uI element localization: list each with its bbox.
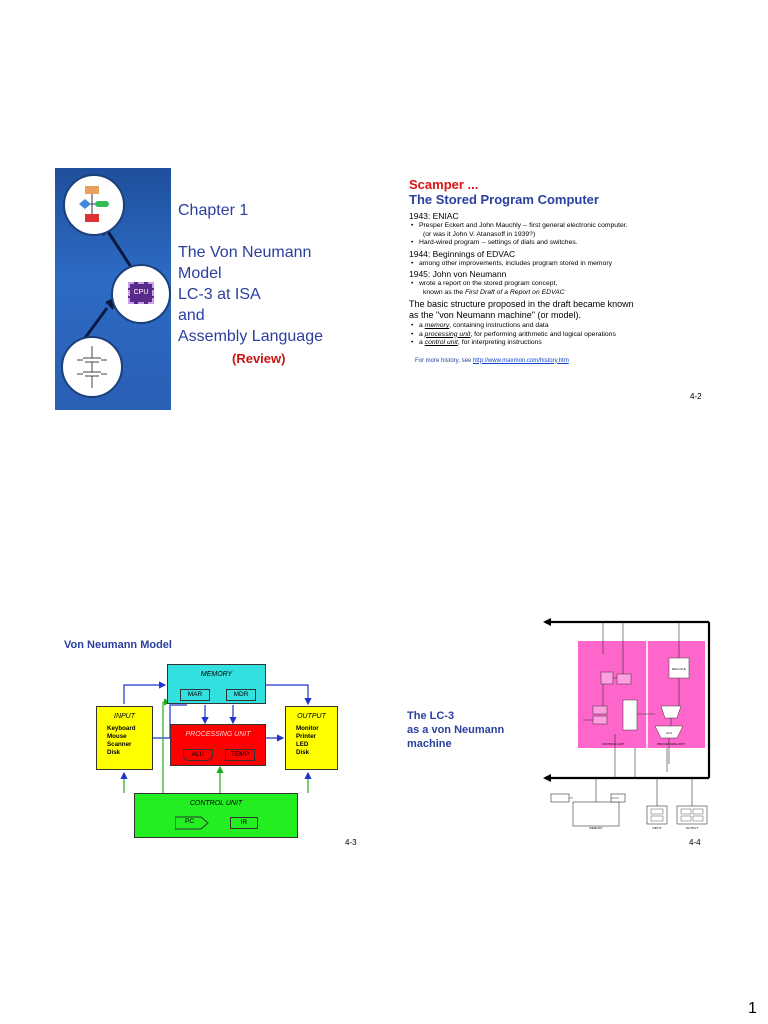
chapter-cover-panel: CPU bbox=[55, 168, 171, 410]
bullet-1945-1-cont: known as the First Draft of a Report on … bbox=[409, 289, 709, 298]
von-neumann-title: Von Neumann Model bbox=[64, 639, 172, 651]
input-device-scanner: Scanner bbox=[107, 741, 132, 748]
bullet-1943-1: Presper Eckert and John Mauchly -- first… bbox=[409, 222, 709, 231]
year-1944: 1944: Beginnings of EDVAC bbox=[409, 248, 516, 259]
output-device-disk: Disk bbox=[296, 749, 310, 756]
cpu-chip-icon: CPU bbox=[128, 282, 154, 304]
control-unit-diagram-label: CONTROL UNIT bbox=[602, 742, 625, 746]
processing-unit-term: processing unit bbox=[424, 330, 471, 338]
title-line-2 bbox=[178, 221, 378, 242]
flowchart-icon bbox=[79, 186, 109, 222]
transistor-circuit-icon bbox=[77, 346, 107, 388]
control-prefix: a bbox=[419, 339, 425, 346]
processing-unit-label: PROCESSING UNIT bbox=[185, 731, 251, 738]
input-device-keyboard: Keyboard bbox=[107, 725, 136, 732]
memory-diagram-label: MEMORY bbox=[589, 826, 602, 830]
lc3-title-line-3: machine bbox=[407, 738, 452, 750]
page-number: 1 bbox=[748, 1000, 757, 1017]
processing-prefix: a bbox=[419, 330, 425, 338]
input-box: INPUT Keyboard Mouse Scanner Disk bbox=[96, 706, 153, 770]
input-device-disk: Disk bbox=[107, 749, 121, 756]
mdr-register: MDR bbox=[226, 689, 256, 701]
page-label-4-2: 4-2 bbox=[690, 392, 702, 401]
chapter-title: Chapter 1 The Von Neumann Model LC-3 at … bbox=[178, 200, 378, 347]
pc-register: PC bbox=[175, 816, 209, 830]
flowchart-circle bbox=[63, 174, 125, 236]
temp-register: TEMP bbox=[225, 749, 255, 761]
bullet-1943-2: Hard-wired program -- settings of dials … bbox=[409, 239, 709, 248]
input-devices: Keyboard Mouse Scanner Disk bbox=[107, 725, 136, 757]
reg-file-label: REG FILE bbox=[672, 667, 686, 671]
slide-heading-stored-program: The Stored Program Computer bbox=[409, 192, 599, 207]
mar-register: MAR bbox=[180, 689, 210, 701]
ir-register: IR bbox=[230, 817, 258, 829]
output-diagram-label: OUTPUT bbox=[686, 826, 699, 830]
memory-desc: , containing instructions and data bbox=[449, 322, 549, 329]
input-device-mouse: Mouse bbox=[107, 733, 127, 740]
title-line-7: Assembly Language bbox=[178, 328, 323, 345]
slide-heading-scamper: Scamper ... bbox=[409, 177, 479, 192]
memory-box: MEMORY MAR MDR bbox=[167, 664, 266, 704]
memory-label: MEMORY bbox=[200, 671, 233, 678]
input-diagram-label: INPUT bbox=[653, 826, 662, 830]
transistor-circle bbox=[61, 336, 123, 398]
processing-desc: , for performing arithmetic and logical … bbox=[470, 330, 616, 338]
output-device-printer: Printer bbox=[296, 733, 316, 740]
control-unit-term: control unit bbox=[424, 339, 458, 346]
bullet-1944-1: among other improvements, includes progr… bbox=[409, 260, 709, 269]
output-box: OUTPUT Monitor Printer LED Disk bbox=[285, 706, 338, 770]
cpu-circle: CPU bbox=[111, 264, 171, 324]
alu-block-label: ALU bbox=[666, 731, 672, 735]
memory-term: memory bbox=[424, 322, 450, 329]
processing-unit-diagram-label: PROCESSING UNIT bbox=[657, 742, 685, 746]
lc3-datapath-diagram: REG FILE ALU CONTROL UNIT PROCESSING UNI… bbox=[543, 618, 711, 830]
title-line-4: Model bbox=[178, 265, 222, 282]
control-unit-box: CONTROL UNIT PC IR bbox=[134, 793, 298, 838]
processing-unit-box: PROCESSING UNIT ALU TEMP bbox=[170, 724, 266, 766]
history-link[interactable]: http://www.maxmon.com/history.htm bbox=[472, 357, 569, 364]
bullet-1945-1: wrote a report on the stored program con… bbox=[409, 280, 709, 289]
title-line-3: The Von Neumann bbox=[178, 244, 312, 261]
pc-arrow-shape bbox=[175, 816, 209, 830]
stored-program-slide: Scamper ... The Stored Program Computer … bbox=[409, 177, 709, 364]
lc3-title-line-1: The LC-3 bbox=[407, 710, 455, 722]
lc3-title: The LC-3 as a von Neumann machine bbox=[407, 709, 537, 751]
bullet-processing-unit: a processing unit, for performing arithm… bbox=[409, 331, 709, 340]
input-label: INPUT bbox=[114, 713, 135, 720]
year-1943: 1943: ENIAC bbox=[409, 211, 459, 221]
title-line-5: LC-3 at ISA bbox=[178, 286, 261, 303]
output-device-led: LED bbox=[296, 741, 309, 748]
more-history-text: For more history, see bbox=[415, 357, 473, 364]
basic-structure-line-1: The basic structure proposed in the draf… bbox=[409, 299, 634, 309]
memory-prefix: a bbox=[419, 322, 425, 329]
title-line-6: and bbox=[178, 307, 205, 324]
cpu-chip-label: CPU bbox=[133, 289, 149, 296]
control-desc: , for interpreting instructions bbox=[457, 339, 542, 346]
alu-unit: ALU bbox=[183, 749, 213, 761]
output-label: OUTPUT bbox=[297, 713, 326, 720]
bullet-control-unit: a control unit, for interpreting instruc… bbox=[409, 339, 709, 348]
bullet-memory: a memory, containing instructions and da… bbox=[409, 322, 709, 331]
more-history-note: For more history, see http://www.maxmon.… bbox=[409, 358, 709, 364]
von-neumann-connectors bbox=[120, 681, 312, 826]
control-unit-label: CONTROL UNIT bbox=[189, 800, 243, 807]
pc-label: PC bbox=[185, 818, 195, 825]
first-draft-title: First Draft of a Report on EDVAC bbox=[464, 288, 565, 296]
known-as-text: known as the bbox=[423, 288, 465, 296]
bullet-1943-1-cont: (or was it John V. Atanasoff in 1939?) bbox=[423, 230, 536, 238]
output-device-monitor: Monitor bbox=[296, 725, 319, 732]
output-devices: Monitor Printer LED Disk bbox=[296, 725, 319, 757]
title-line-1: Chapter 1 bbox=[178, 202, 249, 219]
review-label: (Review) bbox=[232, 351, 286, 366]
basic-structure-line-2: as the "von Neumann machine" (or model). bbox=[409, 309, 581, 320]
lc3-title-line-2: as a von Neumann bbox=[407, 724, 505, 736]
page-label-4-4: 4-4 bbox=[689, 838, 701, 847]
page-label-4-3: 4-3 bbox=[345, 838, 357, 847]
year-1945: 1945: John von Neumann bbox=[409, 269, 507, 279]
